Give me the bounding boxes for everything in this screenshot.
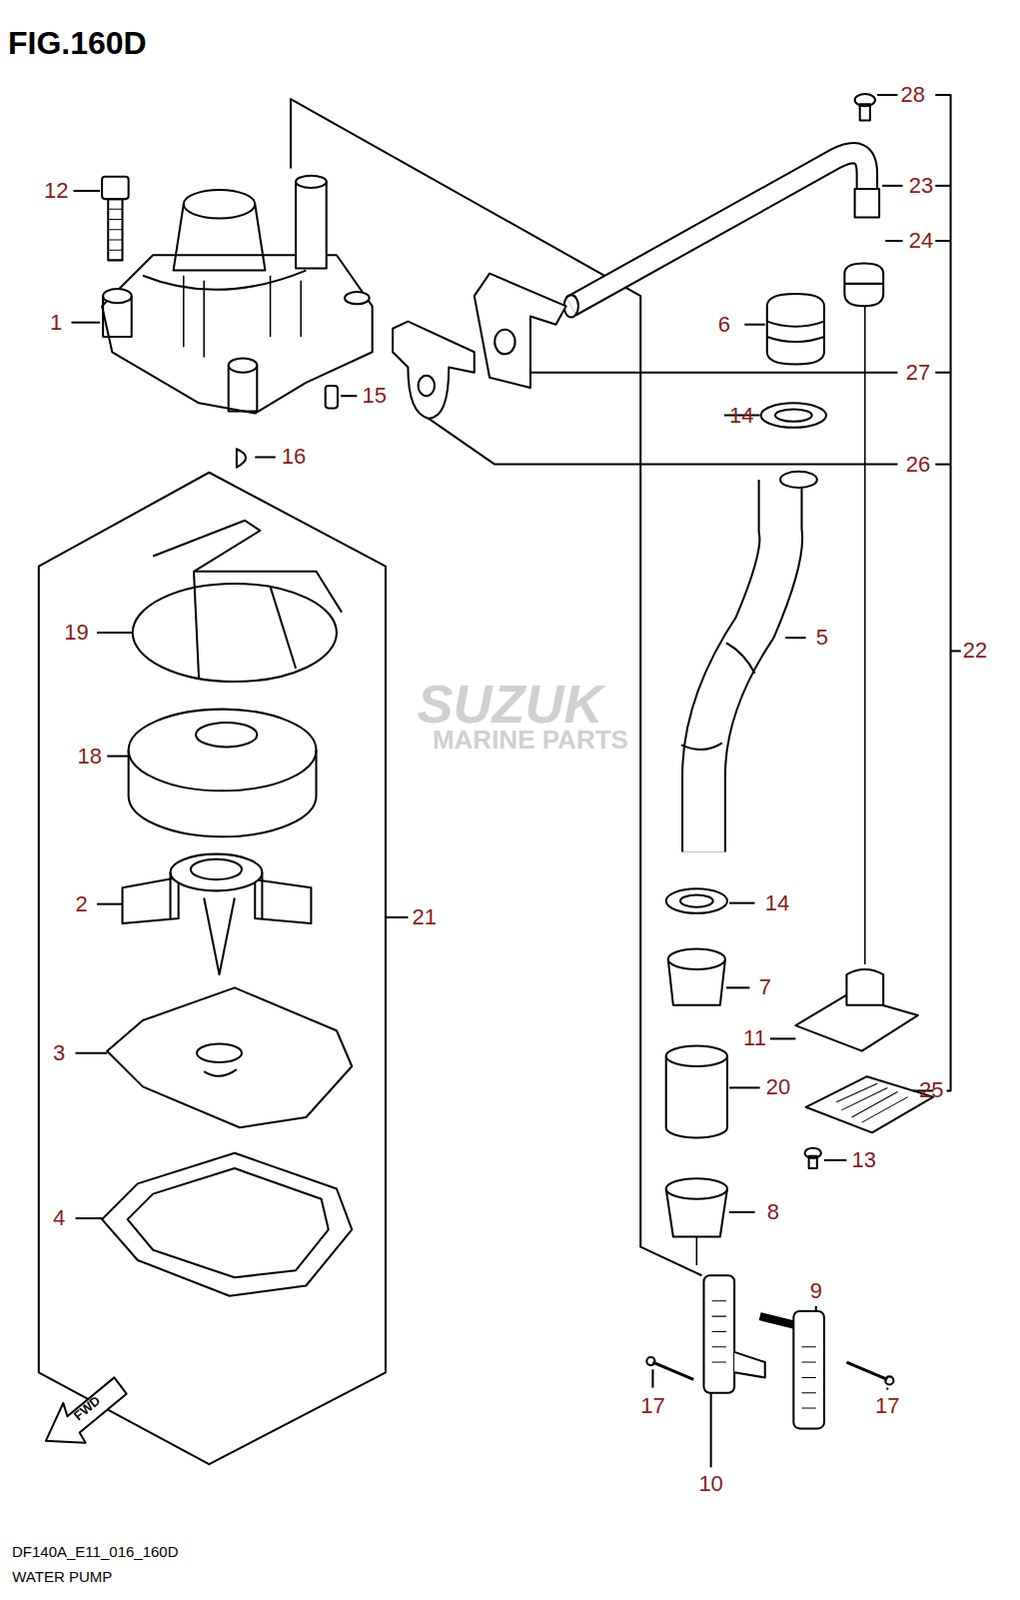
callout-number: 17	[875, 1394, 900, 1417]
callout-number: 14	[765, 892, 790, 915]
callout-number: 8	[767, 1200, 780, 1223]
callout-number: 22	[963, 639, 988, 662]
callout-number: 18	[77, 745, 102, 768]
callout-number: 20	[766, 1075, 791, 1098]
callout-number: 13	[852, 1148, 877, 1171]
callout-number: 15	[361, 384, 386, 407]
callout-number: 24	[909, 229, 934, 252]
callout-number: 1	[49, 311, 62, 334]
callout-number: 26	[906, 453, 931, 476]
callout-number: 4	[52, 1206, 65, 1229]
callout-number: 23	[909, 174, 934, 197]
watermark: SUZUK	[417, 676, 604, 731]
figure-title: FIG.160D	[7, 26, 147, 59]
callout-number: 28	[901, 83, 926, 106]
callout-number: 12	[43, 179, 68, 202]
callout-number: 9	[810, 1279, 823, 1302]
bracket	[935, 94, 951, 1090]
figure-code: DF140A_E11_016_160D	[11, 1542, 179, 1558]
callout-number: 27	[906, 361, 931, 384]
callout-number: 16	[281, 445, 306, 468]
callout-number: 19	[63, 621, 88, 644]
callout-number: 14	[729, 404, 754, 427]
callout-number: 17	[640, 1394, 665, 1417]
callout-number: 21	[411, 906, 436, 929]
callout-number: 6	[718, 313, 731, 336]
callout-number: 11	[743, 1026, 767, 1049]
callout-number: 3	[52, 1041, 65, 1064]
watermark: MARINE PARTS	[432, 726, 629, 753]
callout-number: 25	[919, 1078, 944, 1101]
group-outline	[38, 472, 386, 1464]
callout-number: 10	[698, 1472, 723, 1495]
callout-number: 5	[816, 626, 829, 649]
callout-number: 7	[759, 976, 772, 999]
figure-caption: WATER PUMP	[11, 1568, 112, 1584]
callout-number: 2	[75, 893, 88, 916]
